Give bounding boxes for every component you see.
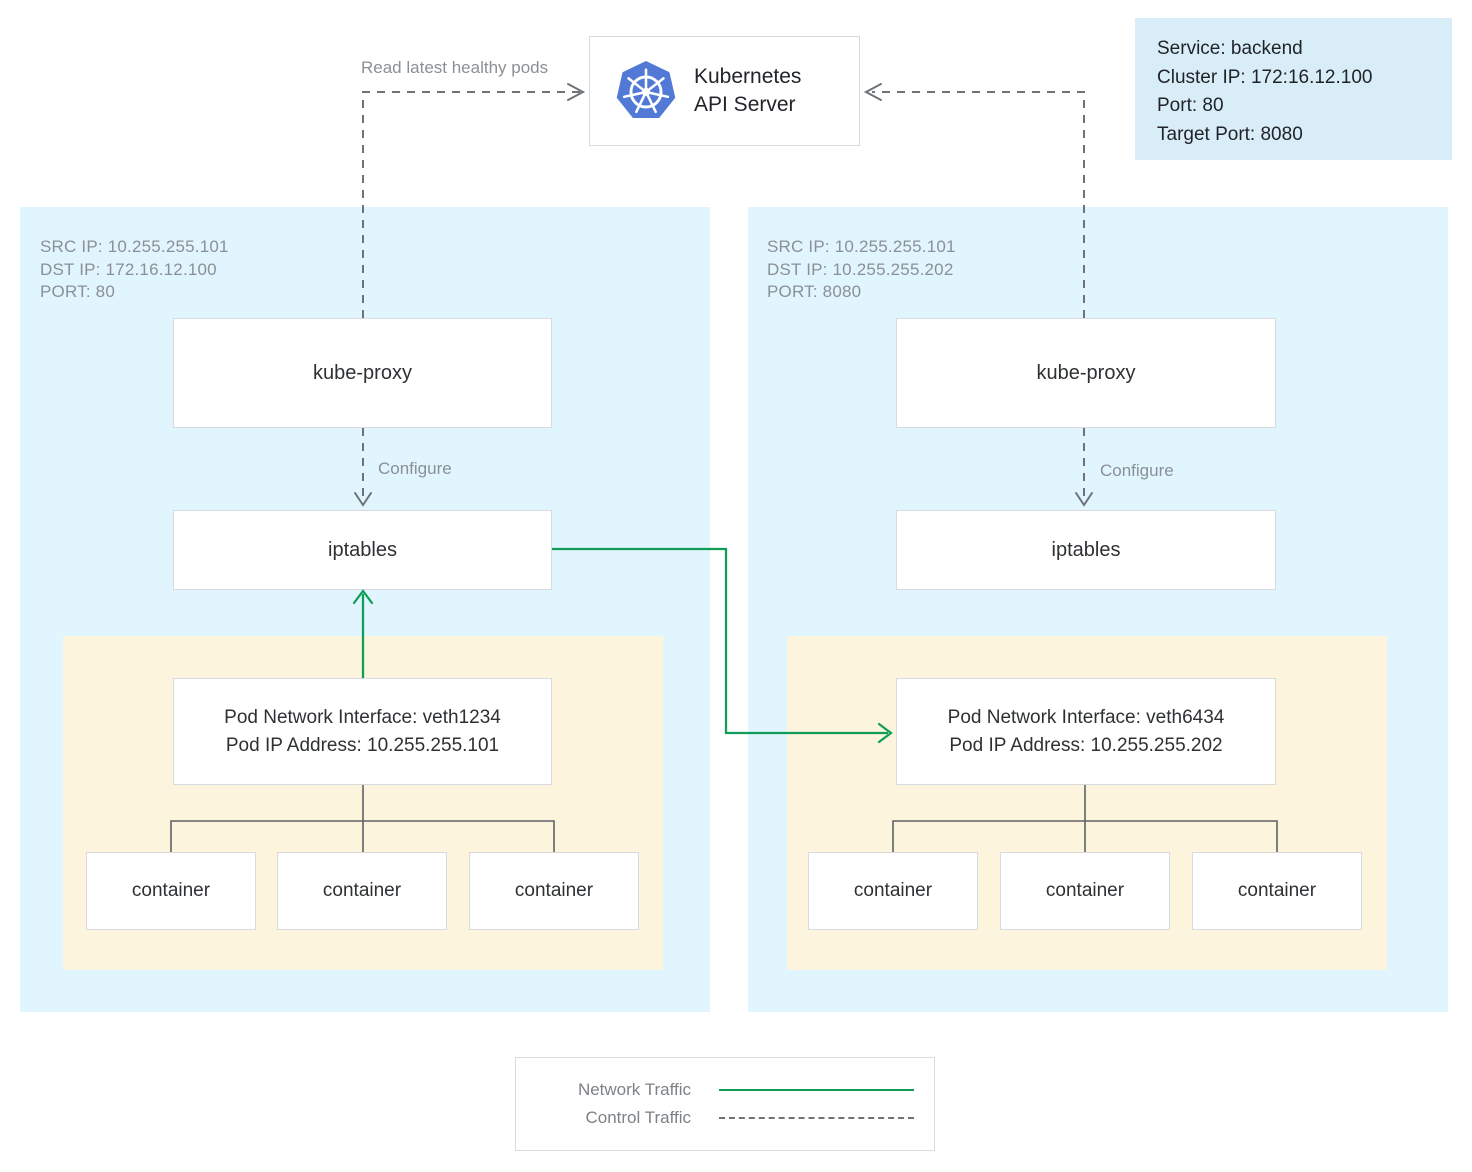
node-meta-right: SRC IP: 10.255.255.101 DST IP: 10.255.25… [767,236,956,304]
legend-network-label: Network Traffic [577,1080,691,1099]
container-label: container [1045,880,1125,901]
container-label: container [131,880,211,901]
pod-interface-line1-right: Pod Network Interface: veth6434 [947,706,1225,728]
pod-interface-line2-left: Pod IP Address: 10.255.255.101 [225,734,500,756]
kubernetes-logo-icon [616,60,676,119]
meta-src-ip: SRC IP: 10.255.255.101 [40,237,229,256]
configure-label-right: Configure [1100,461,1174,480]
service-name: Service: backend [1157,38,1303,59]
legend-row-network: Network Traffic [536,1080,914,1100]
legend-network-line-swatch [719,1089,914,1091]
legend: Network Traffic Control Traffic [515,1057,935,1151]
container-label: container [322,880,402,901]
service-info-card: Service: backend Cluster IP: 172:16.12.1… [1135,18,1452,160]
node-meta-left: SRC IP: 10.255.255.101 DST IP: 172.16.12… [40,236,229,304]
legend-row-control: Control Traffic [536,1108,914,1128]
service-target-port: Target Port: 8080 [1157,123,1303,145]
container-label: container [1237,880,1317,901]
kube-proxy-box-right: kube-proxy [896,318,1276,428]
api-server-title: Kubernetes API Server [694,63,801,119]
kubernetes-api-server-node: Kubernetes API Server [589,36,860,146]
service-cluster-ip: Cluster IP: 172:16.12.100 [1157,66,1373,88]
meta-src-ip: SRC IP: 10.255.255.101 [767,237,956,256]
api-server-title-line1: Kubernetes [694,65,802,88]
pod-interface-line2-right: Pod IP Address: 10.255.255.202 [949,734,1223,756]
pod-interface-box-right: Pod Network Interface: veth6434 Pod IP A… [896,678,1276,785]
pod-interface-line1-left: Pod Network Interface: veth1234 [224,706,501,728]
api-server-title-line2: API Server [694,93,796,116]
kube-proxy-box-left: kube-proxy [173,318,552,428]
container-box: container [808,852,978,930]
container-label: container [853,880,933,901]
kube-proxy-label-left: kube-proxy [313,361,412,384]
read-healthy-pods-label: Read latest healthy pods [361,58,549,77]
iptables-box-right: iptables [896,510,1276,590]
container-box: container [1000,852,1170,930]
container-box: container [277,852,447,930]
configure-label-left: Configure [378,459,452,478]
iptables-box-left: iptables [173,510,552,590]
container-box: container [86,852,256,930]
legend-control-line-swatch [719,1117,914,1119]
iptables-label-left: iptables [328,538,397,561]
iptables-label-right: iptables [1051,538,1121,561]
pod-interface-box-left: Pod Network Interface: veth1234 Pod IP A… [173,678,552,785]
container-box: container [1192,852,1362,930]
kube-proxy-label-right: kube-proxy [1036,361,1136,384]
service-port: Port: 80 [1157,95,1224,116]
meta-port: PORT: 8080 [767,282,862,301]
meta-port: PORT: 80 [40,282,115,301]
meta-dst-ip: DST IP: 10.255.255.202 [767,259,954,279]
container-label: container [514,880,594,901]
container-box: container [469,852,639,930]
legend-control-label: Control Traffic [585,1108,691,1127]
meta-dst-ip: DST IP: 172.16.12.100 [40,259,217,279]
